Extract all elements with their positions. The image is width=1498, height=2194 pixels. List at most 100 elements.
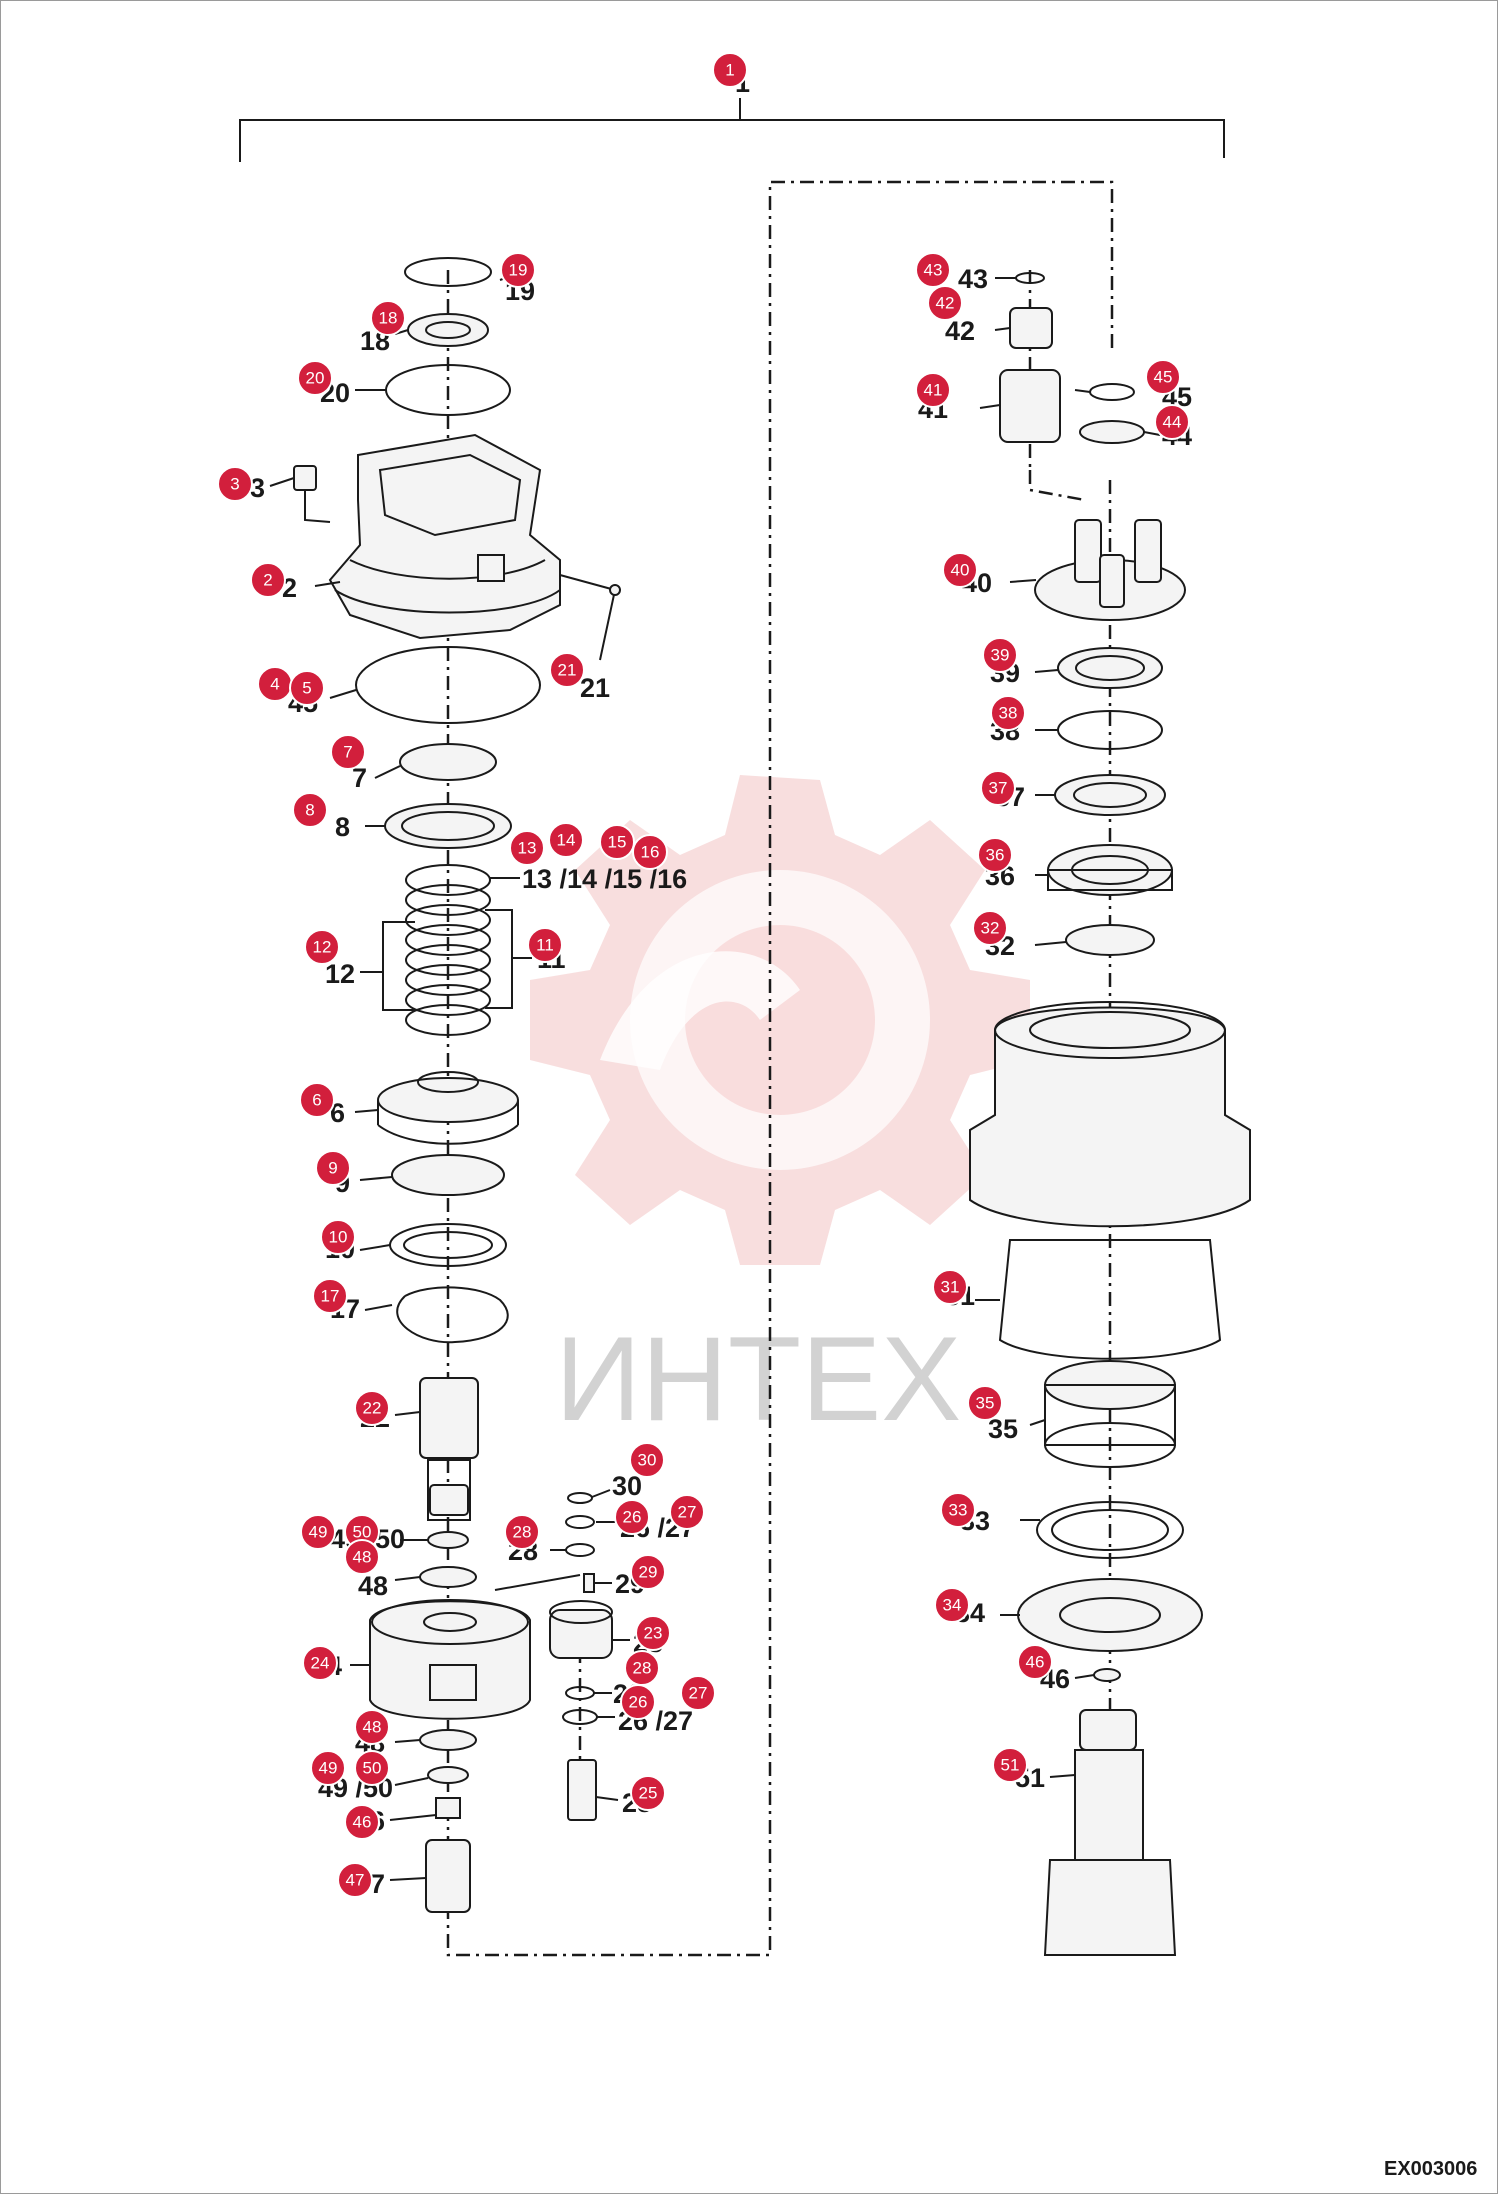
assembly-path-line bbox=[446, 180, 1114, 1957]
part-51-shaft bbox=[1043, 1709, 1177, 1956]
svg-text:26: 26 bbox=[623, 1508, 642, 1527]
callout-8: 8 bbox=[292, 792, 328, 828]
callout-47: 47 bbox=[337, 1862, 373, 1898]
callout-13: 13 bbox=[509, 830, 545, 866]
svg-text:37: 37 bbox=[989, 779, 1008, 798]
callout-26-top: 26 bbox=[614, 1499, 650, 1535]
svg-text:49: 49 bbox=[309, 1523, 328, 1542]
part-45-ring bbox=[1089, 383, 1135, 401]
part-49-50-washer-bottom bbox=[427, 1766, 469, 1784]
callout-48-top: 48 bbox=[344, 1539, 380, 1575]
part-19-shim bbox=[404, 257, 492, 287]
callout-10: 10 bbox=[320, 1219, 356, 1255]
callout-35: 35 bbox=[967, 1385, 1003, 1421]
callout-3: 3 bbox=[217, 466, 253, 502]
label-13-16: 13 /14 /15 /16 bbox=[522, 864, 687, 894]
part-6-piston bbox=[377, 1071, 519, 1145]
part-18-bearing-inner bbox=[425, 321, 471, 339]
part-23-planet-gear bbox=[549, 1600, 613, 1659]
svg-text:50: 50 bbox=[363, 1759, 382, 1778]
callout-32: 32 bbox=[972, 910, 1008, 946]
svg-text:48: 48 bbox=[363, 1718, 382, 1737]
svg-text:4: 4 bbox=[270, 675, 279, 694]
svg-text:38: 38 bbox=[999, 704, 1018, 723]
svg-text:27: 27 bbox=[678, 1503, 697, 1522]
svg-text:1: 1 bbox=[725, 61, 734, 80]
callout-45: 45 bbox=[1145, 359, 1181, 395]
callout-badges: 1 19 18 20 3 2 21 4 5 7 8 13 14 15 16 12… bbox=[217, 52, 1190, 1898]
callout-34: 34 bbox=[934, 1587, 970, 1623]
callout-33: 33 bbox=[940, 1492, 976, 1528]
callout-51: 51 bbox=[992, 1747, 1028, 1783]
svg-text:2: 2 bbox=[263, 571, 272, 590]
part-36-bearing bbox=[1047, 844, 1173, 896]
callout-29: 29 bbox=[630, 1554, 666, 1590]
part-4-5-o-ring bbox=[355, 646, 541, 724]
part-39-inner bbox=[1075, 655, 1145, 681]
svg-text:44: 44 bbox=[1163, 413, 1182, 432]
callout-7: 7 bbox=[330, 734, 366, 770]
label-21: 21 bbox=[580, 673, 610, 703]
label-3: 3 bbox=[250, 473, 265, 503]
svg-text:12: 12 bbox=[313, 938, 332, 957]
svg-text:21: 21 bbox=[558, 661, 577, 680]
part-24-carrier bbox=[369, 1599, 531, 1720]
watermark-text: ИНТЕХ bbox=[555, 1312, 961, 1446]
part-18-bearing bbox=[407, 313, 489, 347]
part-33-seal bbox=[1036, 1501, 1184, 1559]
label-12: 12 bbox=[325, 959, 355, 989]
callout-23: 23 bbox=[635, 1615, 671, 1651]
callout-2: 2 bbox=[250, 562, 286, 598]
callout-41: 41 bbox=[915, 372, 951, 408]
part-25-pin bbox=[567, 1759, 597, 1821]
svg-text:8: 8 bbox=[305, 801, 314, 820]
callout-30: 30 bbox=[629, 1442, 665, 1478]
part-22-sun-gear bbox=[419, 1377, 479, 1521]
svg-text:19: 19 bbox=[509, 261, 528, 280]
part-37-bearing bbox=[1054, 774, 1166, 816]
svg-text:47: 47 bbox=[346, 1871, 365, 1890]
callout-44: 44 bbox=[1154, 404, 1190, 440]
part-11-12-disc-stack bbox=[360, 864, 532, 1036]
part-35-bearing bbox=[1044, 1360, 1176, 1468]
part-42-gear bbox=[1009, 307, 1053, 349]
callout-22: 22 bbox=[354, 1390, 390, 1426]
svg-text:32: 32 bbox=[981, 919, 1000, 938]
callout-19: 19 bbox=[500, 252, 536, 288]
svg-text:42: 42 bbox=[936, 294, 955, 313]
part-29-pin bbox=[583, 1573, 595, 1593]
part-46-ring bbox=[1093, 1668, 1121, 1682]
part-49-50-washer-top bbox=[427, 1531, 469, 1549]
callout-25: 25 bbox=[630, 1775, 666, 1811]
svg-text:39: 39 bbox=[991, 646, 1010, 665]
callout-37: 37 bbox=[980, 770, 1016, 806]
callout-42: 42 bbox=[927, 285, 963, 321]
svg-text:48: 48 bbox=[353, 1548, 372, 1567]
svg-text:30: 30 bbox=[638, 1451, 657, 1470]
callout-49-top: 49 bbox=[300, 1514, 336, 1550]
part-28-top bbox=[565, 1543, 595, 1557]
leader-lines bbox=[269, 272, 1161, 1881]
svg-text:46: 46 bbox=[353, 1813, 372, 1832]
svg-text:7: 7 bbox=[343, 743, 352, 762]
part-34-inner bbox=[1059, 1597, 1161, 1633]
part-48-thrust-top bbox=[419, 1566, 477, 1588]
part-3-plug bbox=[293, 465, 331, 523]
assembly-bracket bbox=[239, 98, 1225, 162]
part-7-ring bbox=[399, 743, 497, 781]
svg-text:43: 43 bbox=[924, 261, 943, 280]
label-30: 30 bbox=[612, 1471, 642, 1501]
svg-text:27: 27 bbox=[689, 1684, 708, 1703]
svg-text:24: 24 bbox=[311, 1654, 330, 1673]
svg-text:36: 36 bbox=[986, 846, 1005, 865]
part-10-inner bbox=[403, 1231, 493, 1259]
svg-text:34: 34 bbox=[943, 1596, 962, 1615]
svg-text:51: 51 bbox=[1001, 1756, 1020, 1775]
label-42: 42 bbox=[945, 316, 975, 346]
svg-text:15: 15 bbox=[608, 833, 627, 852]
callout-24: 24 bbox=[302, 1645, 338, 1681]
svg-text:45: 45 bbox=[1154, 368, 1173, 387]
callout-16: 16 bbox=[632, 834, 668, 870]
label-8: 8 bbox=[335, 812, 350, 842]
svg-text:16: 16 bbox=[641, 843, 660, 862]
